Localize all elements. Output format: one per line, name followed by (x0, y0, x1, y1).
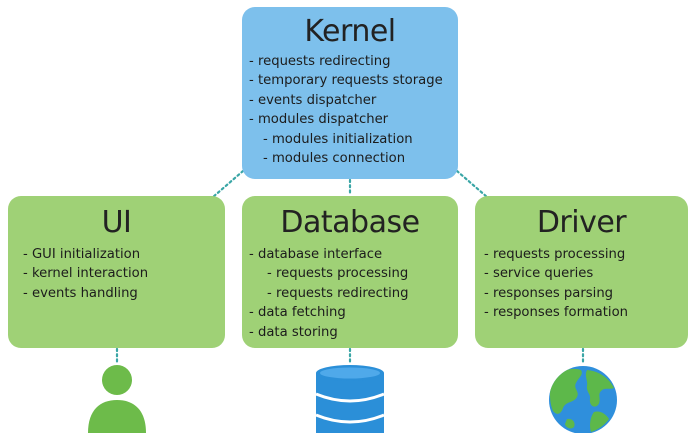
kernel-subitem: - modules connection (263, 151, 406, 167)
database-subitem: - requests processing (267, 266, 409, 282)
kernel-subitem: - modules initialization (263, 131, 413, 147)
driver-title: Driver (536, 205, 627, 240)
kernel-item: - temporary requests storage (249, 73, 443, 89)
driver-item: - responses parsing (484, 285, 614, 301)
ui-item: - GUI initialization (23, 247, 141, 262)
user-icon (88, 365, 146, 433)
database-box: Database - database interface - requests… (242, 196, 458, 348)
connector-kernel-driver (455, 169, 489, 199)
driver-item: - requests processing (484, 247, 626, 262)
ui-item: - events handling (23, 285, 138, 301)
kernel-item: - requests redirecting (249, 54, 391, 69)
driver-item: - service queries (484, 266, 594, 282)
database-item: - data storing (249, 324, 338, 340)
database-icon (315, 365, 385, 433)
driver-item: - responses formation (484, 305, 628, 321)
database-subitem: - requests redirecting (267, 285, 409, 301)
database-item: - database interface (249, 247, 383, 262)
database-item-list: - database interface - requests processi… (249, 245, 408, 342)
kernel-title: Kernel (304, 14, 396, 49)
kernel-item-list: - requests redirecting - temporary reque… (249, 52, 443, 168)
database-item: - data fetching (249, 305, 346, 321)
driver-box: Driver - requests processing - service q… (475, 196, 688, 348)
driver-item-list: - requests processing - service queries … (484, 245, 628, 323)
kernel-item: - events dispatcher (249, 92, 377, 108)
ui-title: UI (101, 205, 132, 240)
database-title: Database (280, 205, 420, 240)
ui-box: UI - GUI initialization - kernel interac… (8, 196, 225, 348)
ui-item-list: - GUI initialization - kernel interactio… (23, 245, 148, 303)
globe-icon (549, 366, 617, 433)
connector-kernel-ui (211, 169, 245, 199)
kernel-item: - modules dispatcher (249, 112, 389, 128)
ui-item: - kernel interaction (23, 266, 149, 282)
kernel-box: Kernel - requests redirecting - temporar… (242, 7, 458, 179)
